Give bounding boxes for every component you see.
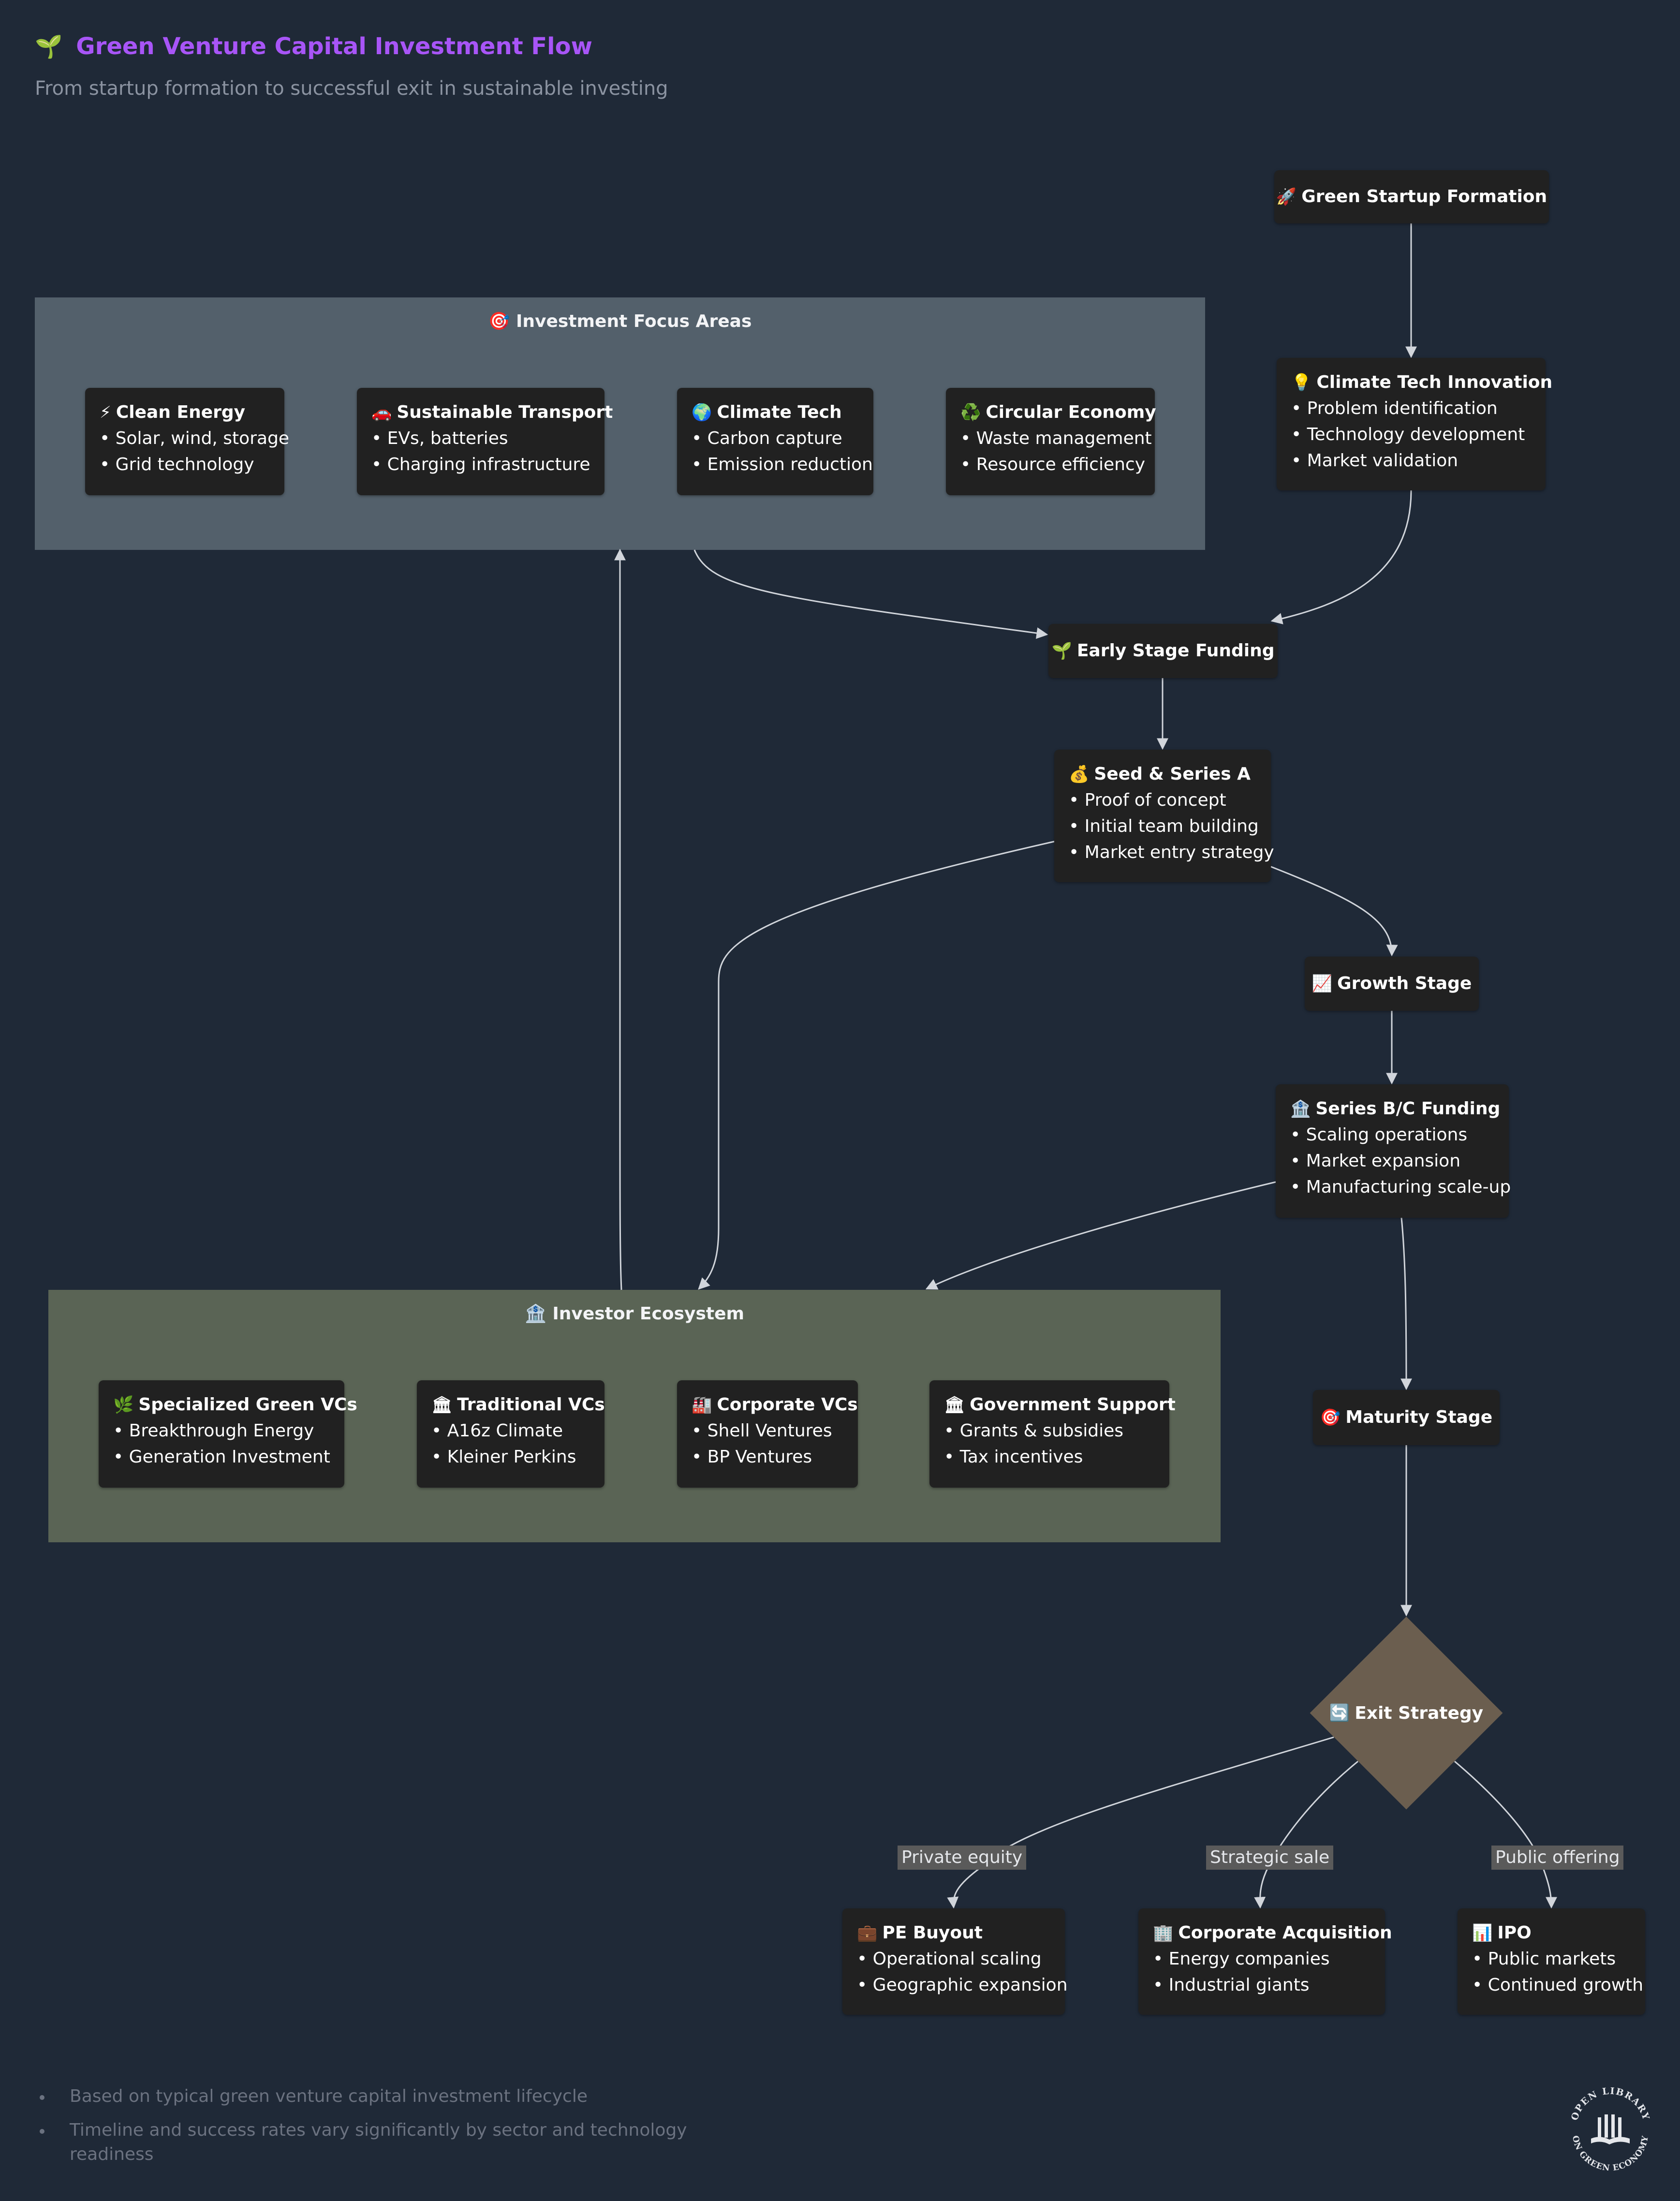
footnote-item: Timeline and success rates vary signific…	[35, 2118, 722, 2167]
globe-icon: 🌍	[692, 403, 712, 422]
node-series-bc-funding[interactable]: 🏦Series B/C Funding • Scaling operations…	[1276, 1084, 1511, 1218]
edge-innovation-early	[1270, 490, 1412, 624]
classical-building-icon: 🏛	[431, 1395, 453, 1415]
classical-building-icon: 🏛	[944, 1395, 965, 1415]
edge-seriesbc-investors	[925, 1181, 1276, 1290]
target-icon: 🎯	[488, 311, 510, 331]
focus-areas-title: 🎯 Investment Focus Areas	[488, 311, 752, 331]
edge-seed-growth	[1270, 866, 1398, 957]
edge-seriesbc-maturity	[1400, 1217, 1412, 1390]
edge-exit-pe	[947, 1736, 1334, 1909]
lightbulb-icon: 💡	[1291, 373, 1312, 392]
node-pe-buyout[interactable]: 💼PE Buyout • Operational scaling • Geogr…	[842, 1908, 1068, 2015]
car-icon: 🚗	[371, 403, 392, 422]
node-ipo[interactable]: 📊IPO • Public markets • Continued growth	[1458, 1908, 1645, 2015]
focus-clean-energy[interactable]: ⚡Clean Energy • Solar, wind, storage • G…	[85, 388, 289, 495]
node-early-stage-funding[interactable]: 🌱 Early Stage Funding	[1048, 624, 1278, 678]
focus-climate-tech[interactable]: 🌍Climate Tech • Carbon capture • Emissio…	[677, 388, 873, 495]
footnote-item: Based on typical green venture capital i…	[35, 2084, 722, 2109]
bank-icon: 🏦	[524, 1304, 546, 1324]
focus-circular-economy[interactable]: ♻️Circular Economy • Waste management • …	[946, 388, 1156, 495]
node-growth-stage[interactable]: 📈 Growth Stage	[1305, 957, 1479, 1011]
footnotes: Based on typical green venture capital i…	[35, 2084, 722, 2176]
page-title: 🌱 Green Venture Capital Investment Flow	[35, 33, 592, 60]
page-subtitle: From startup formation to successful exi…	[35, 77, 668, 100]
node-climate-tech-innovation[interactable]: 💡Climate Tech Innovation • Problem ident…	[1277, 358, 1552, 490]
seedling-icon: 🌱	[1051, 641, 1072, 661]
herb-icon: 🌿	[113, 1395, 134, 1415]
office-building-icon: 🏢	[1153, 1923, 1174, 1943]
node-corporate-acquisition[interactable]: 🏢Corporate Acquisition • Energy companie…	[1138, 1908, 1392, 2015]
node-green-startup-formation[interactable]: 🚀 Green Startup Formation	[1274, 170, 1549, 223]
seedling-icon: 🌱	[35, 33, 63, 59]
bar-chart-icon: 📊	[1472, 1923, 1493, 1943]
node-exit-strategy[interactable]: 🔄 Exit Strategy	[1310, 1616, 1503, 1810]
recycle-icon: ♻️	[960, 403, 981, 422]
edge-label-public-offering: Public offering	[1491, 1846, 1624, 1870]
library-icon	[1591, 2114, 1630, 2144]
money-bag-icon: 💰	[1069, 765, 1090, 784]
edge-investors-focus	[614, 548, 626, 1290]
briefcase-icon: 💼	[857, 1923, 878, 1943]
edge-seed-investors	[698, 841, 1055, 1290]
open-library-logo: OPEN LIBRARY ON GREEN ECONOMY	[1569, 2086, 1651, 2173]
bank-icon: 🏦	[1290, 1099, 1311, 1119]
cycle-arrows-icon: 🔄	[1329, 1703, 1350, 1723]
rocket-icon: 🚀	[1276, 187, 1297, 207]
focus-sustainable-transport[interactable]: 🚗Sustainable Transport • EVs, batteries …	[357, 388, 613, 495]
lightning-icon: ⚡	[100, 403, 111, 422]
page-title-text: Green Venture Capital Investment Flow	[76, 33, 592, 60]
investor-corporate-vcs[interactable]: 🏭Corporate VCs • Shell Ventures • BP Ven…	[677, 1380, 858, 1488]
investor-traditional-vcs[interactable]: 🏛Traditional VCs • A16z Climate • Kleine…	[417, 1380, 605, 1488]
node-maturity-stage[interactable]: 🎯 Maturity Stage	[1313, 1390, 1500, 1445]
target-icon: 🎯	[1320, 1408, 1341, 1427]
investor-government-support[interactable]: 🏛Government Support • Grants & subsidies…	[929, 1380, 1176, 1488]
edge-focus-early	[693, 549, 1048, 639]
investor-ecosystem-title: 🏦 Investor Ecosystem	[524, 1304, 745, 1324]
edge-label-private-equity: Private equity	[898, 1846, 1027, 1870]
investor-specialized-green-vcs[interactable]: 🌿Specialized Green VCs • Breakthrough En…	[99, 1380, 357, 1488]
logo-text-top: OPEN LIBRARY	[1569, 2086, 1651, 2122]
svg-text:OPEN LIBRARY: OPEN LIBRARY	[1569, 2086, 1651, 2122]
edge-label-strategic-sale: Strategic sale	[1206, 1846, 1334, 1870]
node-seed-series-a[interactable]: 💰Seed & Series A • Proof of concept • In…	[1054, 750, 1274, 882]
factory-icon: 🏭	[692, 1395, 712, 1415]
chart-increasing-icon: 📈	[1312, 974, 1333, 993]
